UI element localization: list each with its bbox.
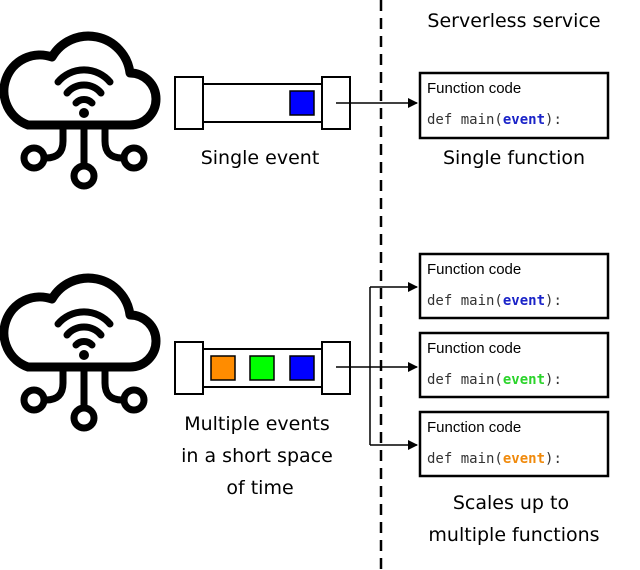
function-box: Function code def main(event): (418, 410, 610, 478)
service-label: Serverless service (427, 10, 600, 32)
function-box: Function code def main(event): (418, 252, 610, 320)
queue-label-single: Single event (201, 147, 320, 169)
function-code: def main(event): (427, 372, 562, 388)
result-label-single: Single function (443, 147, 585, 169)
cloud-icon (4, 278, 156, 428)
function-box: Function code def main(event): (418, 71, 610, 140)
event-square (289, 355, 315, 381)
event-queue-single (174, 76, 351, 130)
queue-label-multiple: Multiple events in a short space of time (181, 413, 339, 499)
function-box: Function code def main(event): (418, 331, 610, 399)
function-code: def main(event): (427, 112, 562, 128)
function-code: def main(event): (427, 451, 562, 467)
function-code: def main(event): (427, 293, 562, 309)
function-title: Function code (427, 419, 521, 436)
function-title: Function code (427, 340, 521, 357)
cloud-icon (4, 36, 156, 186)
function-title: Function code (427, 80, 521, 97)
event-square (210, 355, 236, 381)
fan-out-arrows (336, 282, 418, 450)
event-queue-multiple (174, 341, 351, 395)
event-square (289, 90, 315, 116)
function-title: Function code (427, 261, 521, 278)
event-square (249, 355, 275, 381)
result-label-multiple: Scales up to multiple functions (428, 492, 599, 546)
